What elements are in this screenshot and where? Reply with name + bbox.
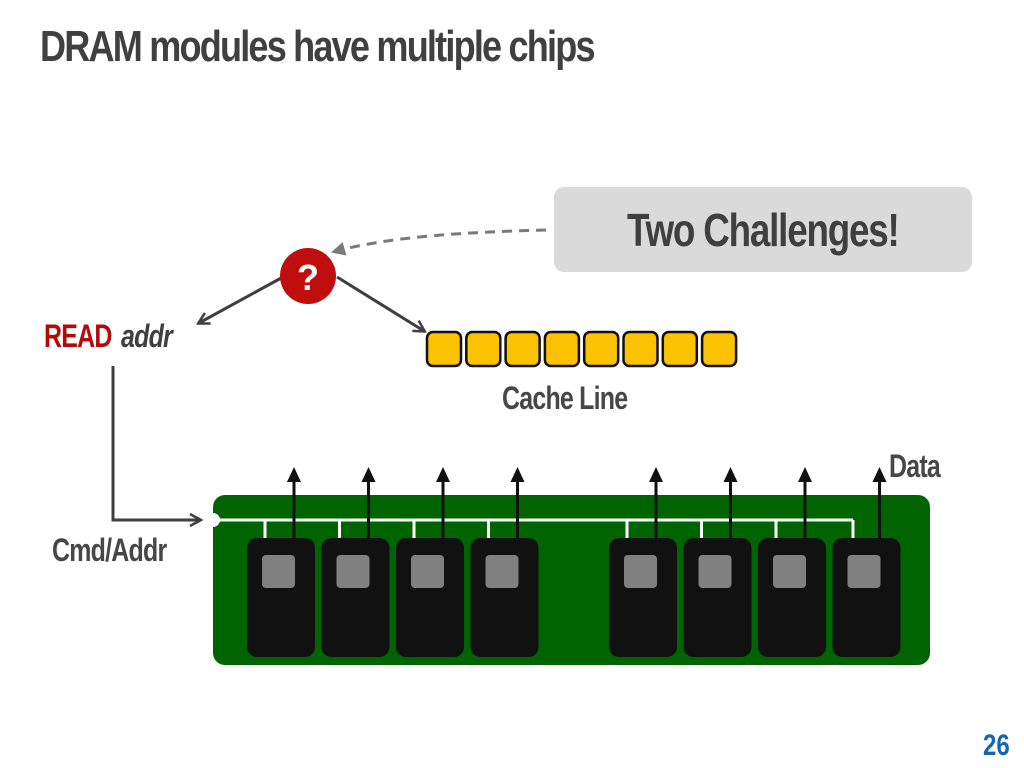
question-glyph: ?	[297, 257, 319, 298]
cache-block	[661, 330, 699, 368]
dashed-callout-arrow	[331, 228, 547, 256]
data-arrow-head	[436, 467, 450, 482]
chip-die	[698, 555, 732, 588]
cache-block	[582, 330, 620, 368]
cache-block	[425, 330, 463, 368]
addr-label: addr	[121, 318, 173, 354]
data-arrow-head	[723, 467, 738, 482]
data-arrow-head	[798, 467, 812, 482]
data-arrow-head	[510, 467, 525, 482]
page-number: 26	[983, 729, 1010, 762]
cache-block	[622, 330, 659, 368]
two-challenges-callout: Two Challenges!	[554, 187, 972, 272]
data-arrow-head	[361, 467, 376, 482]
cache-block	[700, 330, 738, 368]
cache-block	[465, 330, 502, 368]
data-arrows	[287, 467, 887, 540]
data-label: Data	[889, 448, 941, 484]
cache-block	[543, 330, 581, 368]
dram-chips	[247, 520, 901, 657]
chip-die	[485, 555, 519, 588]
callout-text: Two Challenges!	[627, 203, 900, 256]
chip-die	[624, 555, 657, 588]
cmd-addr-label: Cmd/Addr	[52, 532, 167, 568]
cache-line-blocks	[425, 330, 738, 368]
arrow-to-read	[199, 275, 284, 323]
chip-die	[262, 555, 295, 588]
read-label: READ	[44, 318, 112, 354]
arrow-to-cache-line	[336, 275, 424, 331]
cache-line-label: Cache Line	[502, 380, 628, 416]
data-arrow-head	[872, 467, 887, 482]
cache-block	[504, 330, 541, 368]
chip-die	[847, 555, 881, 588]
chip-die	[411, 555, 444, 588]
cmd-path-line	[111, 366, 200, 520]
chip-die	[773, 555, 806, 588]
slide-title: DRAM modules have multiple chips	[40, 22, 596, 71]
question-mark-icon: ?	[280, 248, 336, 304]
data-arrow-head	[649, 467, 663, 482]
data-arrow-head	[287, 467, 301, 482]
chip-die	[336, 555, 370, 588]
